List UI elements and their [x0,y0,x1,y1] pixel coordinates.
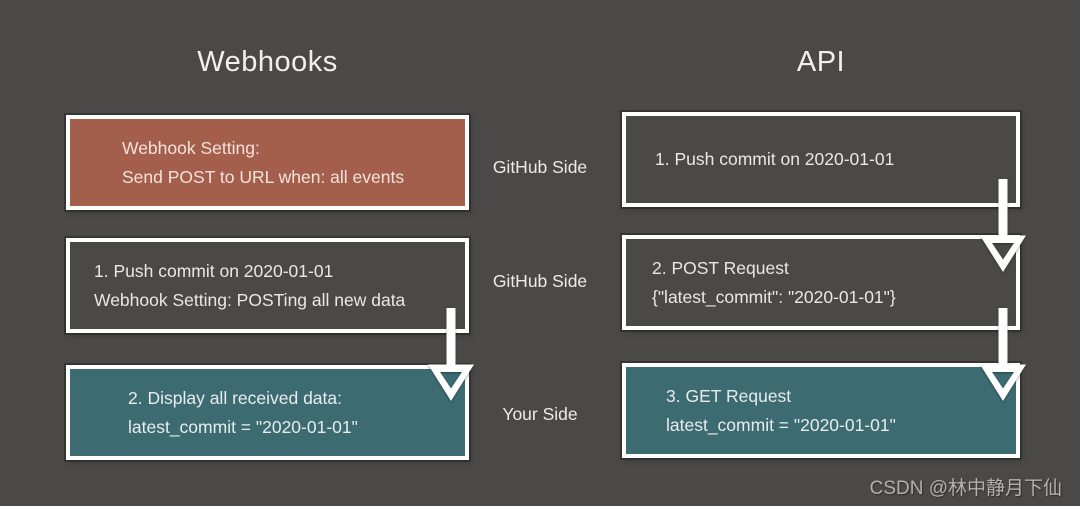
box-text-line: 1. Push commit on 2020-01-01 [655,149,895,169]
box-text-line: Webhook Setting: POSTing all new data [94,289,406,310]
box-text-line: latest_commit = "2020-01-01" [666,414,896,435]
box-text-line: 2. Display all received data: [128,387,342,408]
box-text-line: Webhook Setting: [122,137,260,158]
arrow-down-icon [428,308,474,401]
box-text-line: {"latest_commit": "2020-01-01"} [652,286,896,307]
webhooks-column-title: Webhooks [197,46,338,78]
side-label-github-1: GitHub Side [492,157,588,177]
box-text-line: 3. GET Request [666,385,792,406]
arrow-down-icon [980,308,1026,401]
box-text-line: latest_commit = "2020-01-01" [128,416,358,437]
csdn-watermark: CSDN @林中静月下仙 [869,478,1062,499]
api-push-commit-box: 1. Push commit on 2020-01-01 [622,112,1020,207]
api-column-title: API [796,46,846,78]
side-label-github-2: GitHub Side [492,271,588,291]
api-get-request-box: 3. GET Request latest_commit = "2020-01-… [622,363,1020,458]
box-text-line: 1. Push commit on 2020-01-01 [94,260,334,281]
arrow-down-icon [980,179,1026,272]
webhook-display-data-box: 2. Display all received data: latest_com… [66,365,469,460]
box-text-line: 2. POST Request [652,257,789,278]
webhook-push-commit-box: 1. Push commit on 2020-01-01 Webhook Set… [66,238,469,333]
side-label-your-side: Your Side [502,404,578,424]
box-text-line: Send POST to URL when: all events [122,166,405,187]
webhook-setting-box: Webhook Setting: Send POST to URL when: … [66,115,469,210]
api-post-request-box: 2. POST Request {"latest_commit": "2020-… [622,235,1020,330]
